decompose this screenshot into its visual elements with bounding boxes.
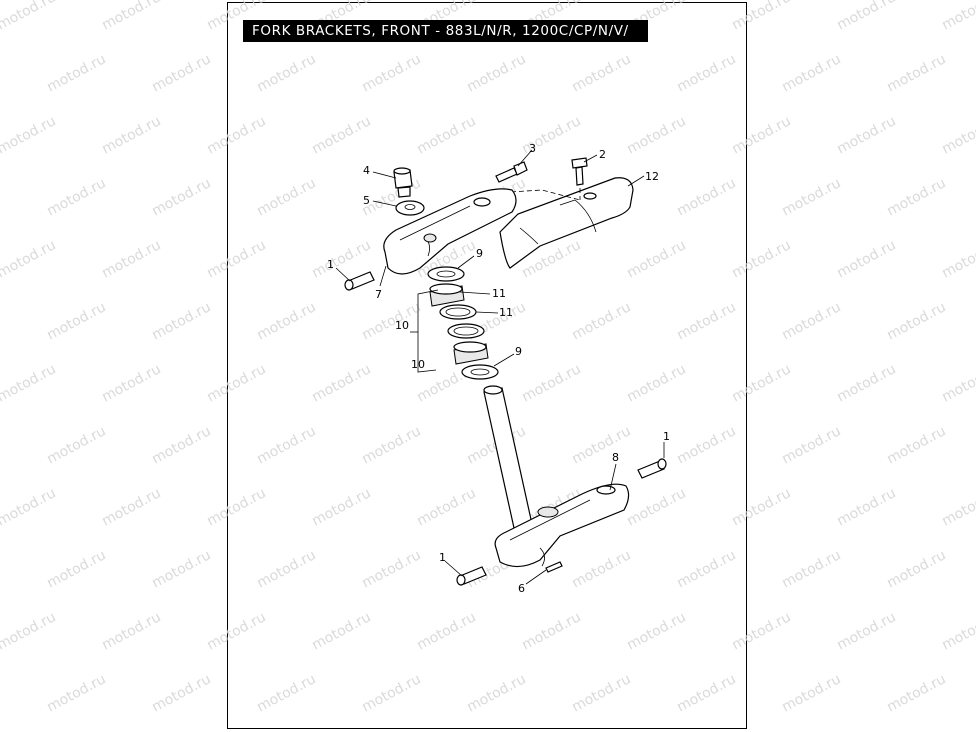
page-title: FORK BRACKETS, FRONT - 883L/N/R, 1200C/C… (243, 20, 648, 42)
callout-9-upper: 9 (476, 247, 483, 260)
leader-lines (335, 149, 665, 585)
callout-10-upper: 10 (395, 319, 409, 332)
callout-labels: 4 5 3 2 12 1 7 9 11 11 10 10 9 8 1 1 6 (327, 142, 670, 595)
callout-2: 2 (599, 148, 606, 161)
part-1-pinch-bolt-upper (344, 271, 375, 291)
callout-6: 6 (518, 582, 525, 595)
callout-3: 3 (529, 142, 536, 155)
callout-1-upper: 1 (327, 258, 334, 271)
callout-12: 12 (645, 170, 659, 183)
part-1-pinch-bolt-right (637, 458, 667, 479)
part-7-upper-bracket (383, 188, 517, 275)
callout-5: 5 (363, 194, 370, 207)
callout-11-lower: 11 (499, 306, 513, 319)
callout-7: 7 (375, 288, 382, 301)
part-4-cap-bolt (393, 167, 413, 198)
part-11-bearing-cup-upper (439, 304, 477, 320)
callout-1-lower: 1 (439, 551, 446, 564)
callout-11-upper: 11 (492, 287, 506, 300)
part-9-dust-shield-upper (427, 266, 465, 282)
callout-8: 8 (612, 451, 619, 464)
callout-9-lower: 9 (515, 345, 522, 358)
part-2-bolt (571, 157, 588, 186)
bearing-stack (427, 266, 499, 380)
part-5-washer (395, 200, 425, 216)
callout-10-lower: 10 (411, 358, 425, 371)
callout-4: 4 (363, 164, 370, 177)
part-8-lower-bracket (483, 385, 630, 568)
alignment-lines (494, 188, 581, 201)
part-1-pinch-bolt-lower (456, 566, 487, 586)
part-11-bearing-cup-lower (447, 323, 485, 339)
part-12-fork-cover (499, 177, 634, 269)
part-6-pin (545, 561, 563, 573)
part-9-dust-shield-lower (461, 364, 499, 380)
part-3-bolt (495, 161, 528, 183)
callout-1-right: 1 (663, 430, 670, 443)
